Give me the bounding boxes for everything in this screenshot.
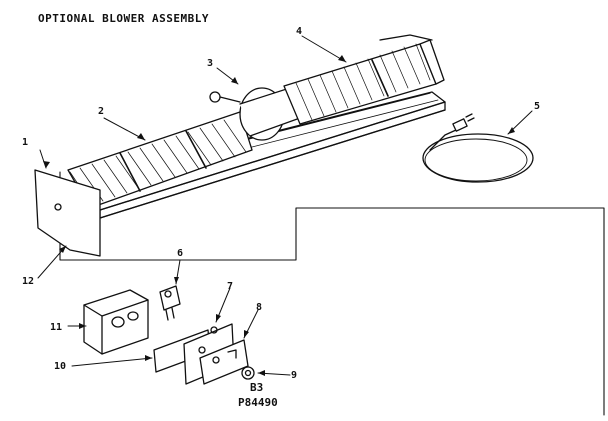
callout-5: 5 — [534, 101, 540, 112]
callout-8: 8 — [256, 302, 262, 313]
callout-9: 9 — [291, 370, 297, 381]
callout-7: 7 — [227, 281, 233, 292]
leader-arrows — [43, 55, 515, 376]
nut-part — [241, 366, 255, 380]
callout-4: 4 — [296, 26, 302, 37]
switch-part — [159, 285, 181, 321]
blower-motor — [209, 85, 301, 141]
part-number: P84490 — [238, 396, 278, 409]
callout-2: 2 — [98, 106, 104, 117]
panel-border — [59, 171, 605, 416]
blower-wheel-right — [283, 34, 445, 125]
sheet-code: B3 — [250, 381, 264, 394]
callout-12: 12 — [22, 276, 34, 287]
callout-6: 6 — [177, 248, 183, 259]
diagram-title: OPTIONAL BLOWER ASSEMBLY — [38, 12, 209, 25]
callout-11: 11 — [50, 322, 62, 333]
end-plate — [34, 169, 101, 257]
cover-plate — [199, 339, 249, 385]
callout-10: 10 — [54, 361, 66, 372]
callout-3: 3 — [207, 58, 213, 69]
terminal-block — [83, 289, 149, 355]
power-cord — [422, 113, 534, 183]
callout-1: 1 — [22, 137, 28, 148]
